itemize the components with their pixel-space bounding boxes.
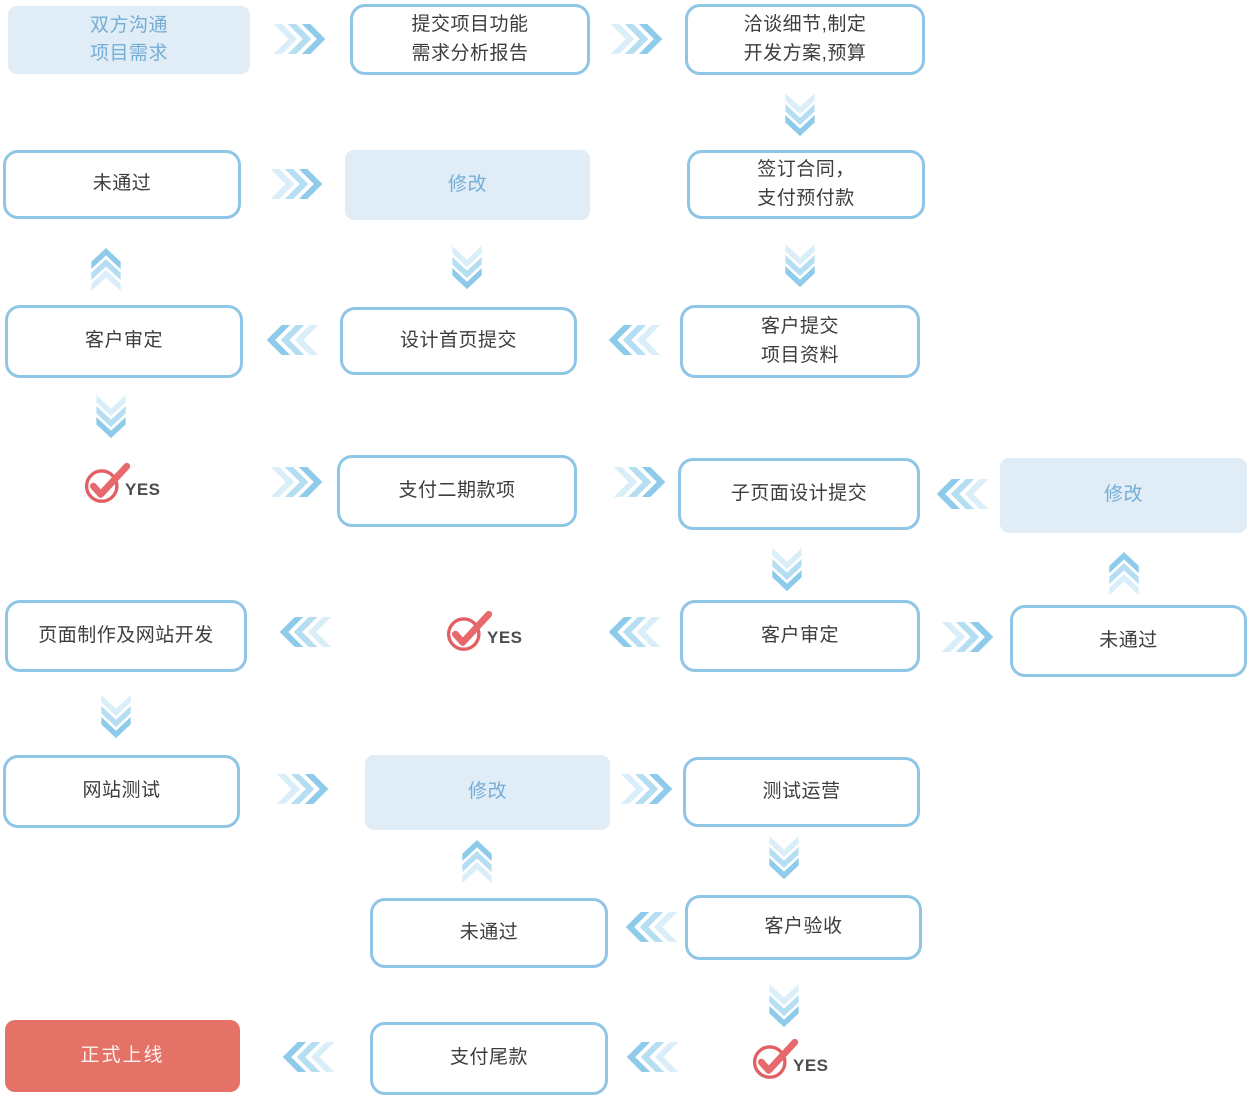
chevron-right-icon — [607, 24, 667, 54]
chevron-down-icon — [785, 244, 815, 288]
chevron-down-icon — [772, 548, 802, 592]
node-subpage-submit: 子页面设计提交 — [678, 458, 920, 530]
node-submit-report: 提交项目功能 需求分析报告 — [350, 4, 590, 75]
chevron-left-icon — [623, 1042, 683, 1072]
chevron-right-icon — [273, 774, 333, 804]
chevron-left-icon — [276, 617, 336, 647]
node-pay-phase2: 支付二期款项 — [337, 455, 577, 527]
chevron-right-icon — [617, 774, 677, 804]
node-not-passed-2: 未通过 — [1010, 605, 1247, 677]
chevron-left-icon — [605, 617, 665, 647]
node-not-passed-1: 未通过 — [3, 150, 241, 219]
chevron-left-icon — [933, 479, 993, 509]
node-modify-3: 修改 — [365, 755, 610, 830]
chevron-up-icon — [91, 248, 121, 292]
yes-indicator-1: YES — [84, 462, 161, 506]
node-client-review-1: 客户审定 — [5, 305, 243, 378]
chevron-down-icon — [452, 246, 482, 290]
chevron-right-icon — [938, 622, 998, 652]
chevron-down-icon — [769, 836, 799, 880]
chevron-left-icon — [622, 912, 682, 942]
chevron-up-icon — [462, 840, 492, 884]
yes-label: YES — [793, 1056, 829, 1075]
node-negotiate: 洽谈细节,制定 开发方案,预算 — [685, 4, 925, 75]
chevron-down-icon — [96, 395, 126, 439]
yes-indicator-3: YES — [752, 1038, 829, 1082]
node-sign-contract: 签订合同， 支付预付款 — [687, 150, 925, 219]
node-test-ops: 测试运营 — [683, 757, 920, 827]
node-not-passed-3: 未通过 — [370, 898, 608, 968]
chevron-left-icon — [279, 1042, 339, 1072]
yes-label: YES — [125, 480, 161, 499]
chevron-right-icon — [610, 467, 670, 497]
chevron-right-icon — [267, 169, 327, 199]
node-client-review-2: 客户审定 — [680, 600, 920, 672]
chevron-down-icon — [785, 93, 815, 137]
chevron-right-icon — [270, 24, 330, 54]
chevron-right-icon — [267, 467, 327, 497]
node-client-materials: 客户提交 项目资料 — [680, 305, 920, 378]
node-client-accept: 客户验收 — [685, 895, 922, 960]
chevron-down-icon — [101, 695, 131, 739]
node-launch: 正式上线 — [5, 1020, 240, 1092]
chevron-down-icon — [769, 984, 799, 1028]
node-modify-2: 修改 — [1000, 458, 1247, 533]
node-page-dev: 页面制作及网站开发 — [5, 600, 247, 672]
node-site-test: 网站测试 — [3, 755, 240, 828]
node-pay-final: 支付尾款 — [370, 1022, 608, 1095]
chevron-up-icon — [1109, 552, 1139, 596]
node-modify-1: 修改 — [345, 150, 590, 220]
yes-indicator-2: YES — [446, 610, 523, 654]
yes-label: YES — [487, 628, 523, 647]
node-start: 双方沟通 项目需求 — [8, 6, 250, 74]
chevron-left-icon — [263, 325, 323, 355]
node-homepage-submit: 设计首页提交 — [340, 307, 577, 375]
chevron-left-icon — [605, 325, 665, 355]
